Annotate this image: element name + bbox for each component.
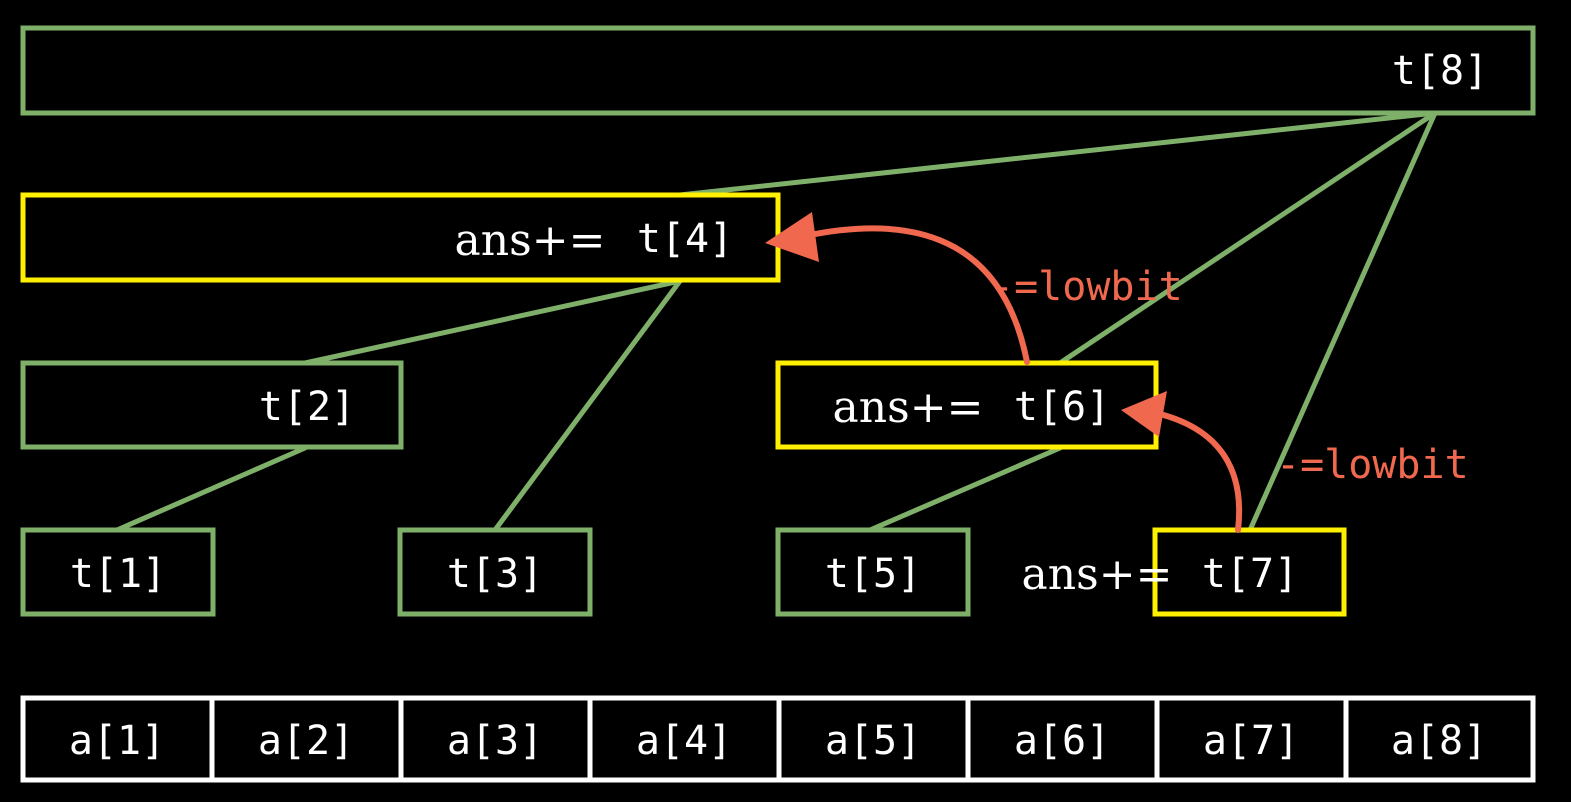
arrow-curve — [1157, 411, 1243, 533]
arrow-label: -=lowbit — [1276, 442, 1469, 488]
ans-prefix: ans+= — [833, 382, 984, 433]
arrowhead — [1121, 391, 1167, 437]
node-label: t[1] — [70, 551, 166, 597]
ans-prefix: ans+= — [1022, 549, 1173, 600]
node-label: t[7] — [1202, 551, 1298, 597]
node-box — [775, 527, 971, 617]
array-cell: a[6] — [965, 695, 1160, 783]
node-label: t[3] — [447, 551, 543, 597]
node-t5: t[5] — [775, 527, 971, 617]
edge-t2-t1 — [114, 445, 308, 533]
array-label: a[8] — [1391, 718, 1487, 764]
array-cell: a[4] — [587, 695, 782, 783]
array-cell: a[7] — [1154, 695, 1349, 783]
node-t2: t[2] — [20, 360, 404, 450]
edge-t8-t7 — [1247, 110, 1438, 533]
arrow-t7-to-t6: -=lowbit — [1121, 391, 1469, 533]
array-label: a[7] — [1203, 718, 1299, 764]
node-box — [20, 527, 216, 617]
edge-t6-t5 — [867, 445, 1063, 533]
node-label: t[8] — [1392, 48, 1488, 94]
node-t1: t[1] — [20, 527, 216, 617]
ans-prefix: ans+= — [455, 215, 606, 266]
node-label: t[5] — [825, 551, 921, 597]
node-t6: ans+= t[6] — [775, 360, 1159, 450]
node-label: t[4] — [637, 216, 733, 262]
array-label: a[6] — [1014, 718, 1110, 764]
array-cell: a[8] — [1343, 695, 1536, 783]
edge-t4-t3 — [492, 278, 683, 533]
arrow-label: -=lowbit — [990, 264, 1183, 310]
tree-edges — [114, 110, 1438, 700]
node-box — [397, 527, 593, 617]
edge-t4-t2 — [302, 278, 683, 366]
array-label: a[3] — [447, 718, 543, 764]
node-label: t[2] — [259, 384, 355, 430]
arrow-t6-to-t4: -=lowbit — [765, 212, 1183, 365]
edge-t8-t4 — [677, 110, 1438, 198]
array-cell: a[2] — [209, 695, 404, 783]
arrowhead — [765, 212, 819, 262]
array-label: a[1] — [69, 718, 165, 764]
node-t7: ans+= t[7] — [1022, 527, 1347, 617]
array-label: a[2] — [258, 718, 354, 764]
node-box — [20, 360, 404, 450]
node-t3: t[3] — [397, 527, 593, 617]
array-cell: a[3] — [398, 695, 593, 783]
node-label: t[6] — [1014, 384, 1110, 430]
node-box-highlighted — [1152, 527, 1347, 617]
edge-t8-t6 — [1057, 110, 1438, 366]
node-t4: ans+= t[4] — [20, 192, 781, 283]
array-cell: a[5] — [776, 695, 971, 783]
array-cell: a[1] — [20, 695, 215, 783]
array-label: a[5] — [825, 718, 921, 764]
array-label: a[4] — [636, 718, 732, 764]
array-row: a[1] a[2] a[3] a[4] a[5] a[6] a[7] a[8] — [20, 695, 1536, 783]
node-box — [20, 25, 1536, 116]
node-t8: t[8] — [20, 25, 1536, 116]
arrow-curve — [802, 225, 1030, 365]
